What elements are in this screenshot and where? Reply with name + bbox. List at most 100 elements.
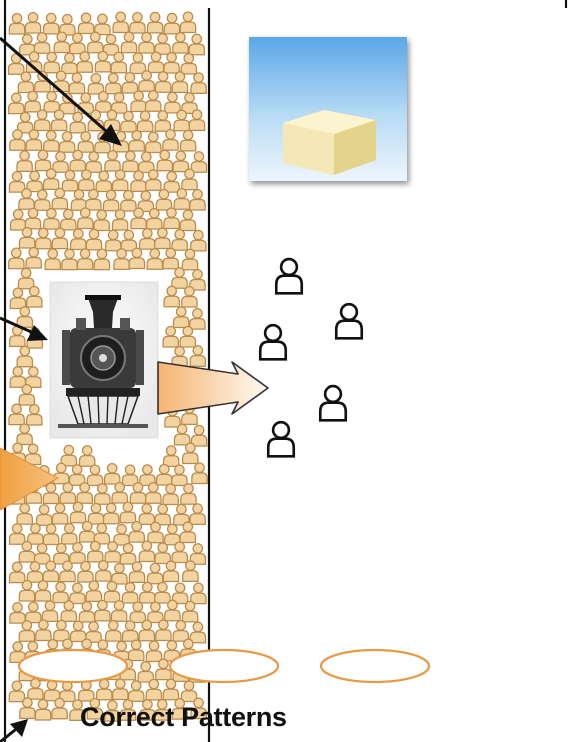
person-icon [155, 658, 172, 681]
pointer-arrow-top [0, 36, 122, 146]
person-icon [137, 660, 154, 683]
person-icon [190, 229, 207, 252]
person-icon [113, 523, 130, 546]
person-icon [102, 189, 120, 212]
person-outline-icon [274, 257, 304, 295]
person-icon [128, 129, 145, 152]
person-icon [154, 542, 171, 565]
person-icon [24, 443, 42, 466]
pattern-ellipses [17, 648, 431, 684]
person-icon [69, 149, 86, 172]
person-icon [61, 169, 79, 192]
person-icon [113, 248, 130, 270]
person-icon [53, 619, 70, 642]
person-icon [120, 229, 138, 252]
person-icon [8, 403, 25, 426]
person-icon [121, 581, 139, 604]
person-icon [154, 581, 171, 604]
person-icon [121, 620, 139, 642]
person-icon [87, 31, 104, 54]
person-icon [154, 33, 171, 55]
person-icon [16, 345, 34, 368]
person-icon [69, 32, 86, 55]
person-icon [163, 12, 181, 35]
person-icon [127, 680, 145, 702]
person-icon [26, 285, 43, 308]
person-icon [69, 111, 86, 134]
person-icon [8, 92, 25, 115]
person-icon [16, 503, 33, 525]
person-icon [145, 131, 162, 154]
person-icon [27, 523, 44, 545]
person-icon [61, 522, 78, 545]
person-icon [35, 227, 52, 250]
person-icon [43, 208, 60, 230]
person-icon [162, 247, 179, 270]
person-outline-icon [318, 384, 348, 422]
person-icon [93, 522, 111, 545]
person-icon [104, 149, 121, 172]
person-icon [51, 502, 69, 525]
person-icon [34, 189, 51, 211]
person-icon [26, 170, 43, 193]
person-icon [9, 366, 27, 388]
person-icon [179, 209, 197, 232]
pointer-arrow-middle [0, 316, 48, 341]
person-outline-icon [334, 302, 364, 340]
person-icon [146, 562, 164, 585]
person-icon [154, 227, 171, 250]
person-icon [110, 600, 128, 622]
person-icon [138, 151, 155, 174]
person-icon [8, 12, 26, 35]
person-icon [172, 150, 190, 173]
person-icon [171, 229, 188, 251]
person-icon [60, 444, 78, 467]
person-icon [24, 207, 42, 230]
person-icon [146, 11, 164, 34]
pointer-arrow-bottom [0, 719, 28, 742]
person-icon [78, 445, 96, 467]
person-icon [163, 51, 180, 74]
person-icon [26, 403, 43, 426]
person-icon [136, 110, 154, 133]
isolated-people-group [258, 257, 364, 458]
person-icon [164, 91, 181, 114]
cube-on-sky-image [249, 37, 407, 181]
person-icon [43, 90, 60, 113]
orange-arrow-left [0, 447, 60, 511]
person-icon [8, 171, 26, 193]
person-icon [128, 561, 146, 583]
person-icon [78, 679, 95, 702]
person-icon [85, 151, 102, 173]
person-icon [119, 542, 137, 565]
person-icon [138, 31, 155, 54]
person-icon [8, 680, 26, 703]
person-icon [87, 502, 105, 525]
steam-locomotive-image [49, 281, 159, 439]
person-icon [95, 678, 113, 701]
person-icon [85, 228, 103, 251]
person-icon [154, 503, 171, 526]
person-icon [76, 51, 93, 73]
person-icon [95, 170, 113, 193]
person-icon [189, 188, 206, 211]
person-icon [162, 129, 179, 151]
person-icon [105, 72, 122, 95]
person-icon [129, 11, 146, 34]
person-icon [180, 483, 197, 505]
person-icon [191, 462, 208, 485]
person-icon [27, 678, 44, 700]
person-icon [9, 287, 27, 310]
person-icon [155, 463, 173, 486]
person-icon [188, 33, 205, 56]
person-icon [34, 579, 52, 602]
person-icon [16, 423, 33, 446]
person-icon [127, 639, 145, 662]
person-icon [9, 208, 27, 231]
person-icon [119, 501, 137, 524]
person-icon [139, 581, 156, 604]
person-icon [111, 208, 129, 231]
person-icon [70, 228, 87, 251]
person-icon [33, 542, 51, 565]
person-icon [94, 13, 111, 36]
